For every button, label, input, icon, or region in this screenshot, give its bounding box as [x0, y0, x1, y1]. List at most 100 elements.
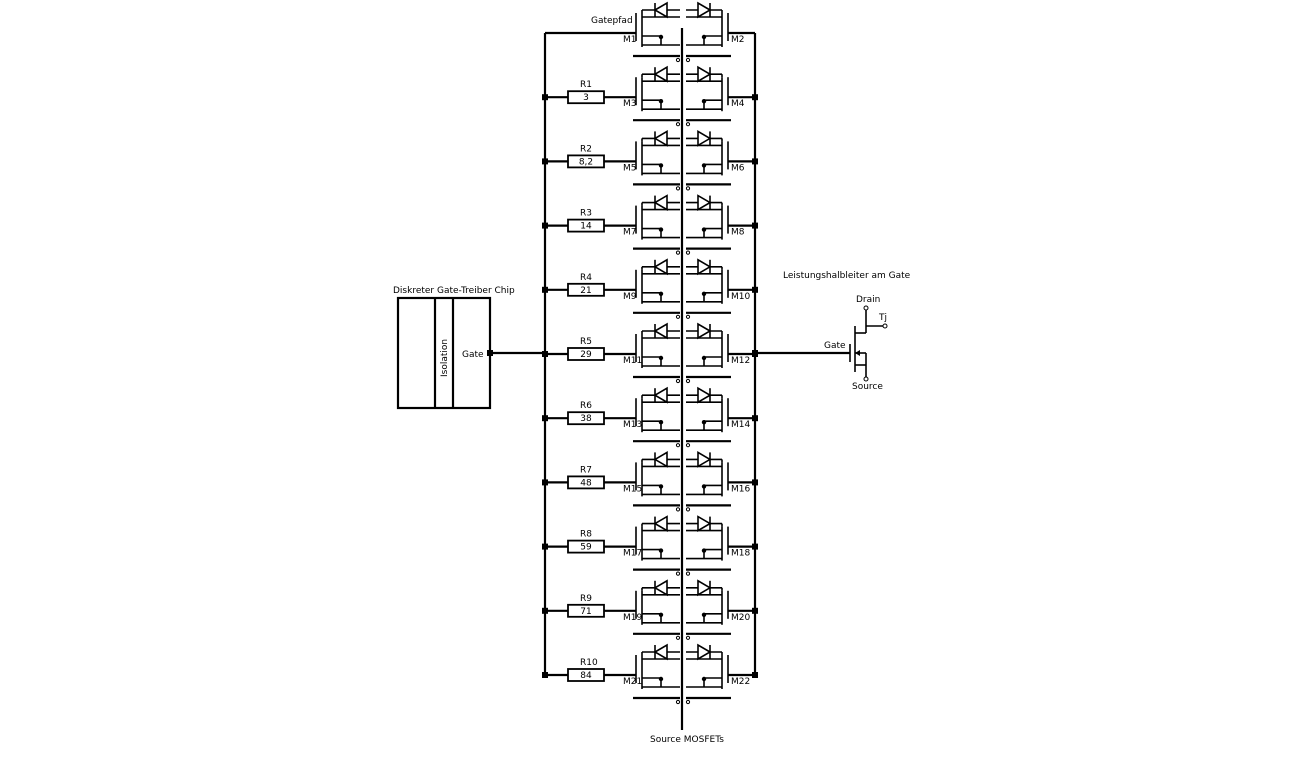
- bulk-terminal: [675, 122, 681, 127]
- gate-path-label: Gatepfad: [591, 16, 633, 26]
- body-dot: [658, 163, 664, 168]
- bulk-terminal: [675, 57, 681, 63]
- resistor-body: [567, 90, 605, 105]
- mosfet-right: [685, 579, 731, 640]
- diode-triangle: [653, 1, 668, 19]
- mosfet-label: M18: [731, 549, 750, 559]
- isolation-label: Isolation: [440, 339, 450, 377]
- source-terminal: [863, 376, 869, 382]
- right-bus-junction: [752, 286, 758, 293]
- resistor-body: [567, 218, 605, 233]
- mosfet-label: M11: [623, 356, 642, 366]
- main-wiring: [490, 28, 850, 730]
- mosfet-label: M19: [623, 613, 642, 623]
- body-dot: [701, 676, 707, 682]
- diode-triangle: [653, 130, 668, 147]
- resistor: R28,2: [567, 144, 605, 169]
- mosfet-label: M1: [623, 35, 637, 45]
- diode-triangle: [653, 194, 668, 211]
- diode-triangle: [653, 451, 668, 468]
- mosfet-right: [685, 322, 731, 384]
- resistor-value: 84: [580, 671, 592, 681]
- body-dot: [701, 291, 707, 296]
- diode-triangle: [697, 130, 712, 147]
- bulk-terminal: [675, 635, 681, 640]
- bulk-terminal: [675, 314, 681, 319]
- mosfet-label: M12: [731, 356, 750, 366]
- left-bus-junction: [542, 286, 548, 293]
- bulk-terminal: [685, 57, 691, 63]
- left-bus-junction: [542, 543, 548, 550]
- driver-chip-label: Diskreter Gate-Treiber Chip: [393, 286, 515, 296]
- resistor-value: 3: [583, 93, 589, 103]
- source-label: Source: [852, 382, 883, 392]
- right-bus-junction: [752, 479, 758, 486]
- resistor-body: [567, 475, 605, 490]
- bulk-terminal: [685, 122, 691, 127]
- body-dot: [701, 99, 707, 104]
- left-bus-junction: [542, 479, 548, 486]
- mosfet-right: [685, 194, 731, 255]
- diode-triangle: [653, 579, 668, 597]
- mosfet-label: M4: [731, 99, 745, 109]
- resistor-value: 14: [580, 222, 592, 232]
- resistor-body: [567, 154, 605, 169]
- resistor-name: R7: [580, 465, 592, 475]
- mosfet-label: M13: [623, 420, 642, 430]
- tj-label: Tj: [878, 313, 887, 323]
- mosfet-right: [685, 451, 731, 512]
- bulk-terminal: [675, 250, 681, 255]
- mosfet-left: [633, 579, 681, 640]
- body-dot: [658, 548, 664, 553]
- bulk-terminal: [675, 443, 681, 448]
- right-bus-junction: [752, 415, 758, 422]
- diode-triangle: [697, 579, 712, 597]
- mosfet-left: [633, 130, 681, 191]
- power-gate-label: Gate: [824, 341, 846, 351]
- left-bus-junction: [542, 351, 548, 357]
- mosfet-left: [633, 643, 681, 705]
- mosfet-left: [633, 65, 681, 127]
- mosfet-right: [685, 515, 731, 576]
- diode-triangle: [697, 1, 712, 19]
- bulk-terminal: [675, 507, 681, 512]
- diode-triangle: [653, 643, 668, 661]
- drain-label: Drain: [856, 295, 880, 305]
- body-dot: [658, 99, 664, 104]
- left-bus-junction: [542, 607, 548, 614]
- diode-triangle: [653, 386, 668, 404]
- driver-gate-pin: [487, 350, 493, 356]
- mosfet-label: M14: [731, 420, 750, 430]
- right-bus-junction: [752, 94, 758, 101]
- diode-triangle: [653, 322, 668, 340]
- mosfet-left: [633, 515, 681, 576]
- mosfet-right: [685, 130, 731, 191]
- body-dot: [701, 355, 707, 361]
- mosfet-label: M20: [731, 613, 750, 623]
- resistor-value: 48: [580, 478, 592, 488]
- resistor-value: 29: [580, 350, 592, 360]
- left-bus-junction: [542, 222, 548, 229]
- diode-triangle: [697, 515, 712, 532]
- body-dot: [658, 420, 664, 425]
- mosfet-label: M6: [731, 163, 745, 173]
- mosfet-right: [685, 1, 731, 63]
- resistor-body: [567, 668, 605, 682]
- bulk-terminal: [675, 571, 681, 576]
- mosfet-left: [633, 194, 681, 255]
- body-dot: [701, 163, 707, 168]
- diode-triangle: [697, 386, 712, 404]
- diode-triangle: [697, 451, 712, 468]
- bulk-terminal: [685, 507, 691, 512]
- mosfet-label: M7: [623, 228, 637, 238]
